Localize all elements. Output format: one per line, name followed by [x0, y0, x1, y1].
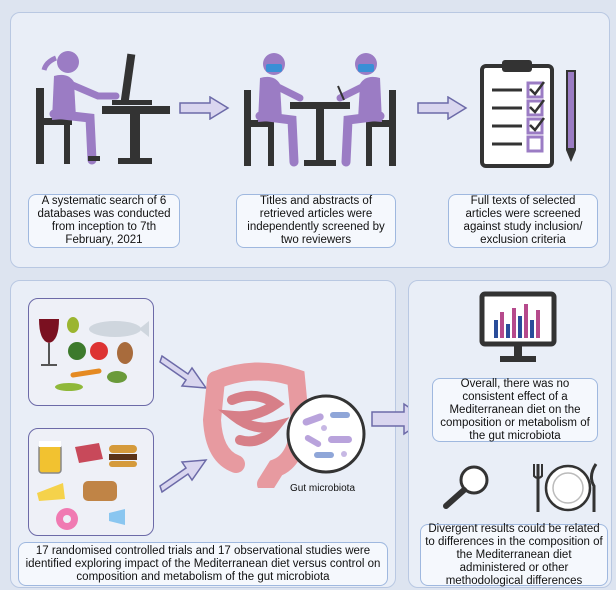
- arrow-right-icon: [417, 96, 468, 120]
- plate-cutlery-icon: [533, 463, 598, 512]
- researcher-computer-icon: [36, 51, 170, 165]
- arrow-right-icon: [179, 96, 230, 120]
- gut-microbiota-label: Gut microbiota: [290, 483, 356, 494]
- two-reviewers-icon: [244, 53, 396, 167]
- monitor-chart-icon: [479, 291, 557, 362]
- screening-step-box: Titles and abstracts of retrieved articl…: [236, 194, 396, 248]
- mediterranean-food-box: [28, 298, 154, 406]
- studies-summary-box: 17 randomised controlled trials and 17 o…: [18, 542, 388, 586]
- western-food-box: [28, 428, 154, 536]
- finding-no-effect-box: Overall, there was no consistent effect …: [432, 378, 598, 442]
- finding-divergent-box: Divergent results could be related to di…: [420, 523, 608, 587]
- magnifier-icon: [443, 465, 489, 509]
- arrow-down-right-icon: [159, 354, 208, 389]
- western-food-icon: [37, 441, 137, 530]
- arrow-up-right-icon: [159, 459, 208, 494]
- microbiota-icon: [286, 394, 366, 474]
- mediterranean-food-icon: [39, 317, 149, 391]
- search-step-box: A systematic search of 6 databases was c…: [28, 194, 180, 248]
- intestine-icon: [202, 362, 310, 488]
- checklist-icon: [480, 60, 576, 168]
- fulltext-step-box: Full texts of selected articles were scr…: [448, 194, 598, 248]
